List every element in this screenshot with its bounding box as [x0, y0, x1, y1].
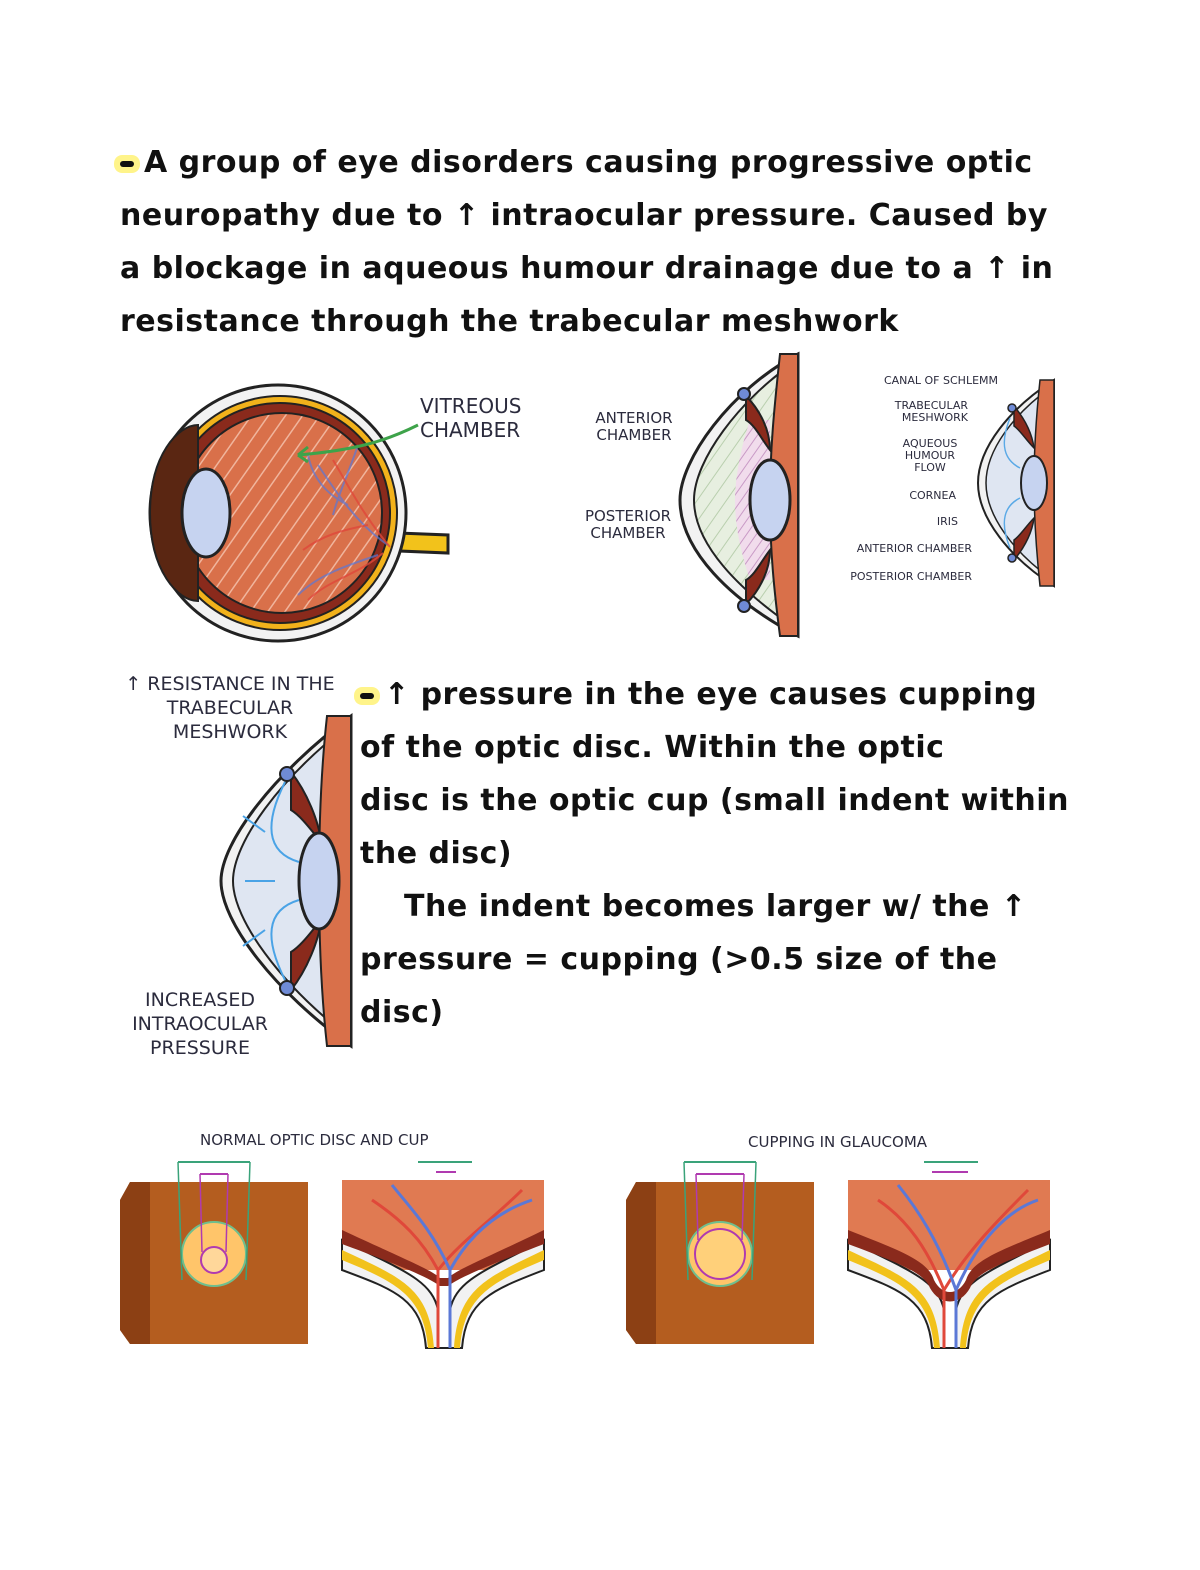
- paragraph-2-line: the disc): [360, 836, 513, 871]
- canal-of-schlemm-label: CANAL OF SCHLEMM: [883, 374, 998, 387]
- resistance-label: ↑ RESISTANCE IN THE TRABECULAR MESHWORK: [125, 673, 335, 743]
- paragraph-2-line: ↑ pressure in the eye causes cupping: [360, 668, 1100, 721]
- paragraph-2-line: pressure = cupping (>0.5 size of the: [360, 942, 998, 977]
- normal-disc-title: NORMAL OPTIC DISC AND CUP: [200, 1131, 429, 1149]
- lens: [748, 458, 792, 542]
- paragraph-1: A group of eye disorders causing progres…: [120, 136, 1080, 348]
- chambers-diagram: [678, 351, 800, 639]
- cornea-label: CORNEA: [909, 489, 956, 502]
- optic-cup: [694, 1228, 746, 1280]
- aqueous-flow-diagram: [976, 378, 1055, 588]
- bullet-marker: [360, 692, 374, 699]
- lens: [180, 467, 232, 559]
- blood-vessels: [297, 444, 389, 596]
- paragraph-1-line: neuropathy due to ↑ intraocular pressure…: [120, 198, 1048, 233]
- glaucoma-cross-section: [847, 1161, 1051, 1349]
- paragraph-1-line: A group of eye disorders causing progres…: [120, 136, 1080, 189]
- optic-nerve: [396, 531, 450, 555]
- paragraph-2-line: disc): [360, 995, 444, 1030]
- posterior-chamber-label: POSTERIOR CHAMBER: [584, 507, 672, 542]
- normal-fundus: [120, 1161, 308, 1344]
- paragraph-2-line: The indent becomes larger w/ the ↑: [404, 889, 1027, 924]
- aqueous-humour-flow-label: AQUEOUS HUMOUR FLOW: [902, 437, 958, 474]
- paragraph-2-line: disc is the optic cup (small indent with…: [360, 783, 1069, 818]
- canal-of-schlemm: [737, 387, 751, 401]
- glaucoma-disc-title: CUPPING IN GLAUCOMA: [748, 1133, 928, 1151]
- iris-label: IRIS: [936, 515, 958, 528]
- paragraph-1-line: resistance through the trabecular meshwo…: [120, 304, 899, 339]
- paragraph-2: ↑ pressure in the eye causes cupping of …: [360, 668, 1100, 1039]
- anterior-chamber-label: ANTERIOR CHAMBER: [595, 409, 673, 444]
- trabecular-meshwork-label: TRABECULAR MESHWORK: [894, 399, 968, 424]
- flow-arrows: [242, 781, 300, 981]
- pressure-diagram: [219, 713, 353, 1049]
- anterior-chamber-label: ANTERIOR CHAMBER: [856, 542, 972, 555]
- paragraph-2-line: of the optic disc. Within the optic: [360, 730, 945, 765]
- posterior-chamber-label: POSTERIOR CHAMBER: [850, 570, 972, 583]
- vitreous-chamber-label: VITREOUS CHAMBER: [420, 394, 522, 442]
- pointer-line: [297, 423, 419, 457]
- optic-cup: [200, 1246, 228, 1274]
- whole-eye-diagram: [148, 383, 450, 643]
- normal-cross-section: [341, 1161, 545, 1349]
- glaucoma-fundus: [626, 1161, 814, 1344]
- bullet-marker: [120, 160, 134, 167]
- paragraph-1-line: a blockage in aqueous humour drainage du…: [120, 251, 1054, 286]
- increased-pressure-label: INCREASED INTRAOCULAR PRESSURE: [132, 989, 268, 1059]
